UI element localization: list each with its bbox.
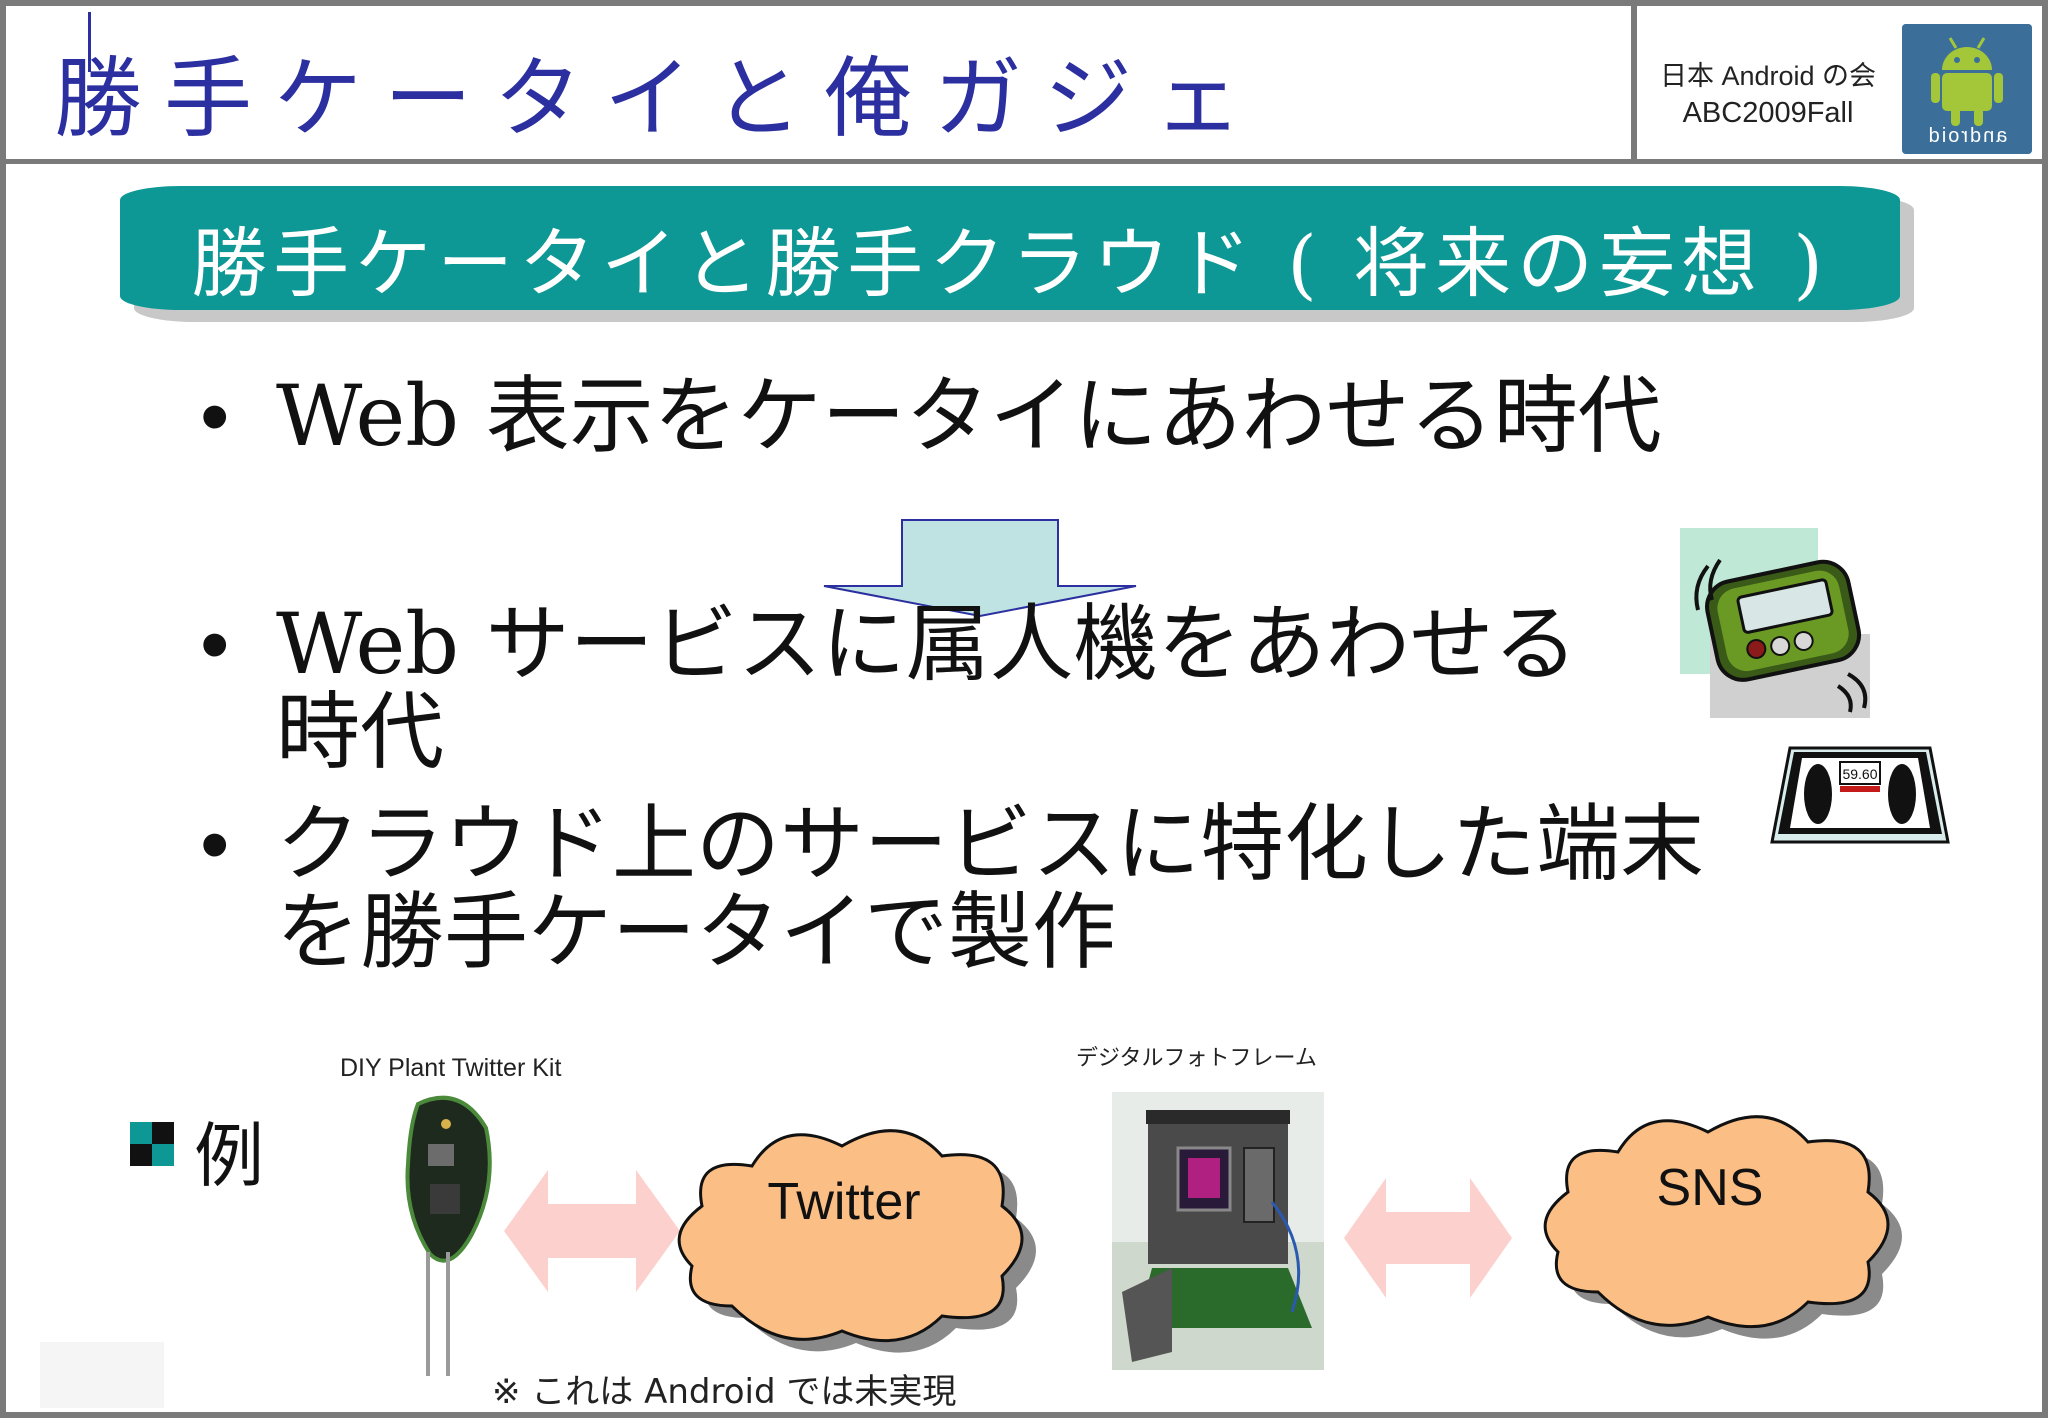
down-arrow-icon: [823, 519, 1137, 618]
footnote: ※ これは Android では未実現: [492, 1372, 957, 1412]
organization-block: 日本 Android の会 ABC2009Fall: [1638, 16, 1898, 130]
pager-clipart-icon: [1680, 528, 1870, 718]
bullet-text: クラウド上のサービスに特化した端末を勝手ケータイで製作: [276, 795, 1705, 981]
bullet-symbol: •: [200, 369, 230, 463]
logo-wordmark: android: [1926, 125, 2008, 147]
twitter-cloud: Twitter: [672, 1116, 1052, 1366]
bullet-symbol: •: [200, 597, 230, 691]
slide-header: 勝手ケータイと俺ガジェ 日本 Android の会 ABC2009Fall an…: [6, 6, 2042, 164]
example-label: 例: [194, 1115, 264, 1197]
sns-label: SNS: [1656, 1159, 1764, 1217]
event-name: ABC2009Fall: [1682, 97, 1854, 129]
blank-patch: [40, 1342, 164, 1408]
header-divider: [1631, 6, 1637, 159]
kit-caption: DIY Plant Twitter Kit: [340, 1054, 562, 1082]
android-logo-icon: android: [1902, 24, 2032, 154]
bathroom-scale-clipart-icon: 59.60: [1770, 746, 1950, 844]
checker-bullet-icon: [130, 1122, 174, 1166]
section-banner: 勝手ケータイと勝手クラウド ( 将来の妄想 ): [120, 186, 1900, 310]
sns-cloud: SNS: [1538, 1102, 1918, 1352]
double-arrow-icon: [504, 1170, 680, 1292]
plant-twitter-kit-photo: [405, 1095, 492, 1376]
double-arrow-icon: [1344, 1178, 1512, 1298]
photo-frame-caption: デジタルフォトフレーム: [1076, 1046, 1317, 1071]
text-cursor: [88, 12, 91, 72]
slide-title: 勝手ケータイと俺ガジェ: [54, 47, 1265, 150]
bullet-text: Web サービスに属人機をあわせる時代: [276, 595, 1578, 781]
bullet-text: Web 表示をケータイにあわせる時代: [276, 367, 1662, 465]
digital-photo-frame-photo: [1112, 1092, 1324, 1370]
organization-name: 日本 Android の会: [1659, 61, 1877, 91]
scale-reading: 59.60: [1842, 766, 1877, 782]
banner-heading: 勝手ケータイと勝手クラウド ( 将来の妄想 ): [191, 219, 1829, 308]
twitter-label: Twitter: [767, 1173, 921, 1231]
bullet-symbol: •: [200, 797, 230, 891]
